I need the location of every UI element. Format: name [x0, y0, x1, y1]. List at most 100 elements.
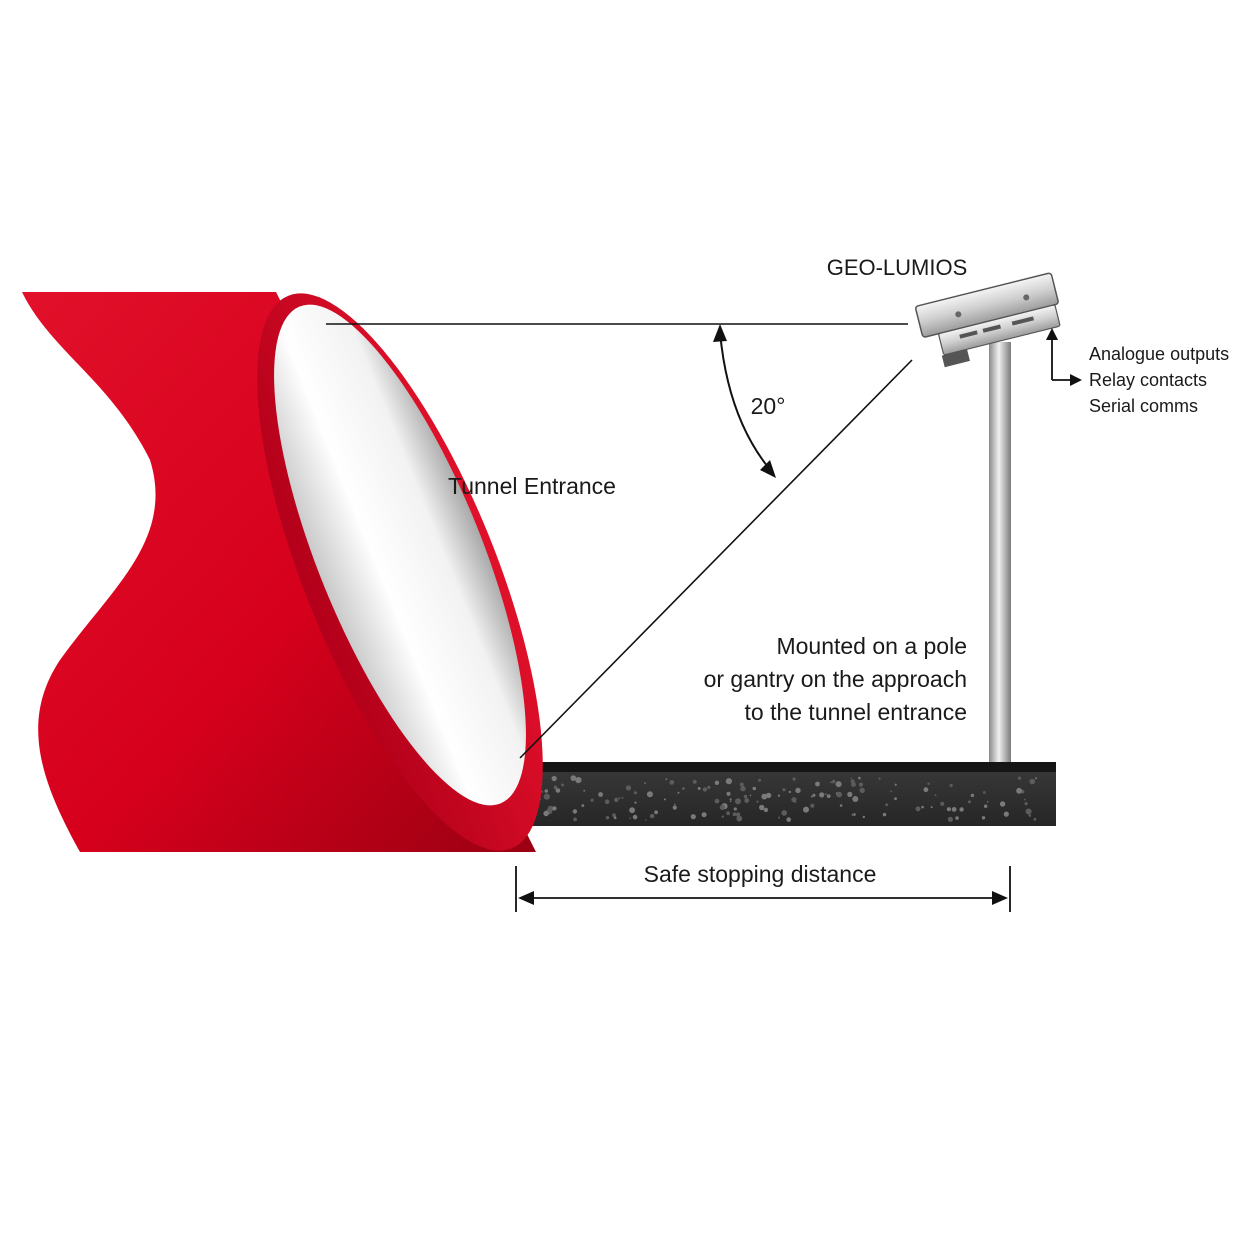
road-speckle [669, 780, 675, 785]
stopping-distance-dimension [515, 866, 1011, 912]
mount-note-line: to the tunnel entrance [745, 699, 968, 725]
road-speckle [551, 775, 557, 782]
road-speckle [786, 817, 791, 822]
road-speckle [682, 787, 685, 790]
road-speckle [749, 794, 752, 797]
road-speckle [672, 805, 677, 810]
road-speckle [915, 806, 921, 812]
mounting-pole [989, 342, 1011, 762]
road-speckle [847, 791, 853, 798]
road-speckle [758, 778, 762, 782]
arrowhead-icon [1046, 328, 1058, 340]
road-speckle [690, 814, 696, 820]
road-speckle [732, 812, 737, 817]
output-item: Analogue outputs [1089, 344, 1229, 364]
road-speckle [819, 792, 825, 798]
road-speckle [955, 816, 959, 820]
road-speckle [613, 816, 617, 820]
road-speckle [702, 787, 708, 792]
road-speckle [725, 778, 733, 785]
road-speckle [729, 798, 732, 801]
mount-note-line: or gantry on the approach [704, 666, 967, 692]
road-speckle [765, 792, 772, 799]
road-speckle [543, 793, 550, 800]
road-speckle [547, 805, 554, 812]
road-speckle [633, 791, 638, 795]
road-speckle [649, 813, 655, 819]
road-speckle [665, 778, 668, 781]
road-speckle [752, 786, 757, 791]
road-speckle [851, 782, 856, 787]
road-speckle [735, 798, 741, 805]
road-speckle [573, 817, 577, 822]
road-speckle [946, 807, 952, 812]
tunnel-opening [274, 304, 526, 806]
road-speckle [981, 816, 986, 820]
road-speckle [726, 811, 730, 816]
arrowhead-icon [1070, 374, 1082, 386]
road-speckle [739, 782, 744, 787]
road-speckle [788, 790, 791, 794]
road-speckle [621, 796, 624, 799]
road-speckle [824, 793, 827, 796]
road-speckle [968, 800, 971, 804]
road-speckle [736, 815, 743, 822]
road-speckle [999, 801, 1006, 807]
road-speckle [1029, 778, 1036, 785]
road-speckle [1016, 787, 1022, 794]
road-speckle [934, 794, 937, 797]
road-speckle [654, 810, 658, 815]
road-speckle [791, 797, 797, 803]
road-speckle [552, 806, 557, 811]
output-item: Serial comms [1089, 396, 1198, 416]
road-speckle [858, 782, 864, 787]
road-speckle [826, 794, 831, 798]
road-speckle [930, 806, 933, 809]
road-speckle [923, 787, 929, 793]
road-speckle [643, 782, 647, 785]
road-speckle [605, 816, 610, 820]
arrowhead-icon [713, 324, 727, 342]
geo-lumios-sensor [915, 272, 1061, 368]
road-speckle [744, 798, 750, 803]
road-speckle [763, 807, 769, 813]
road-speckle [878, 777, 881, 780]
road-speckle [1033, 817, 1037, 821]
road-speckle [810, 803, 815, 808]
road-speckle [894, 797, 897, 801]
tunnel-portal [22, 292, 543, 852]
road-speckle [677, 791, 680, 794]
road-speckle [543, 810, 549, 817]
road-speckle [759, 804, 765, 811]
road-speckle [927, 782, 930, 785]
road-speckle [629, 817, 631, 819]
road-speckle [951, 807, 957, 812]
road-speckle [583, 789, 586, 792]
road-speckle [894, 783, 897, 786]
angle-label: 20° [751, 393, 786, 419]
road-speckle [815, 781, 820, 787]
road-speckle [555, 788, 561, 793]
road-speckle [629, 807, 635, 814]
road-speckle [581, 804, 585, 807]
road-speckle [575, 777, 582, 784]
angle-arc [713, 324, 776, 478]
road-speckle [1017, 776, 1022, 780]
road-speckle [714, 798, 720, 804]
detection-line [519, 359, 913, 759]
road-speckle [1025, 808, 1032, 815]
road-speckle [835, 781, 842, 788]
road-speckle [572, 809, 578, 814]
road-speckle [697, 787, 701, 790]
road-speckle [541, 790, 544, 793]
road-speckle [1028, 814, 1032, 817]
road-speckle [646, 791, 653, 798]
road-speckle [707, 785, 711, 790]
road [470, 762, 1056, 826]
road-speckle [663, 798, 666, 801]
tunnel-label: Tunnel Entrance [448, 473, 616, 499]
road-speckle [940, 801, 945, 806]
road-speckle [792, 777, 796, 781]
road-speckle [859, 787, 865, 794]
